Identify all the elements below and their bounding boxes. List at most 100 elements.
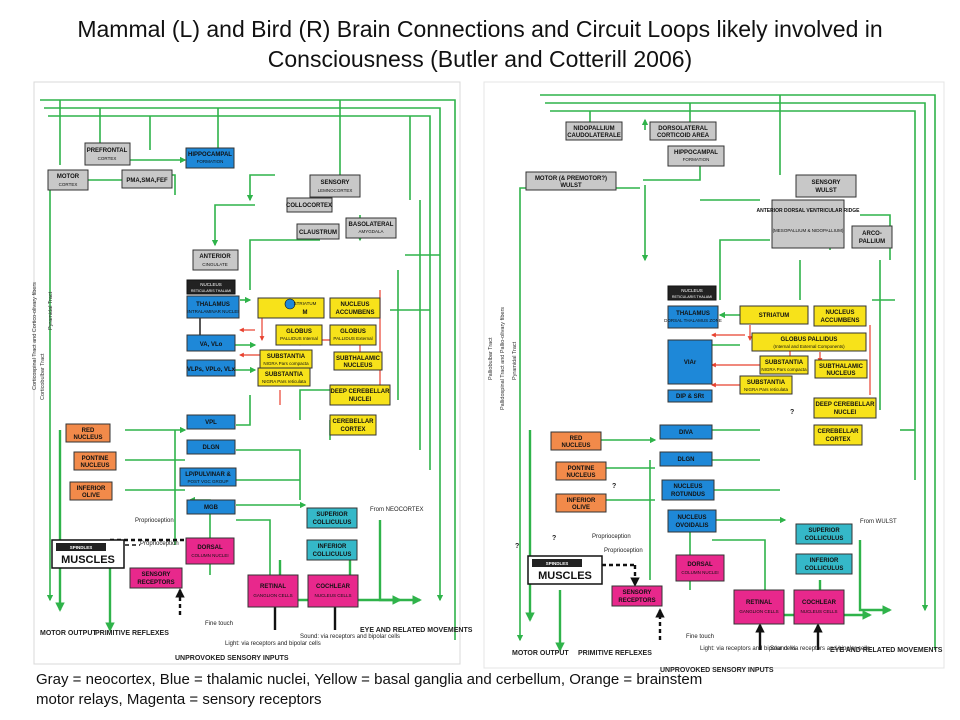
- left-substantia-nigra-reticulata: SUBSTANTIA NIGRA Pars reticulata: [257, 367, 311, 387]
- page-title: Mammal (L) and Bird (R) Brain Connection…: [0, 14, 960, 74]
- svg-text:RETINAL: RETINAL: [260, 584, 286, 590]
- svg-text:AMYGDALA: AMYGDALA: [358, 229, 383, 234]
- svg-text:SUBSTANTIA: SUBSTANTIA: [265, 372, 304, 378]
- right-striatum: STRIATUM: [739, 305, 809, 325]
- svg-text:RETINAL: RETINAL: [746, 600, 772, 606]
- svg-text:SUPERIOR: SUPERIOR: [316, 512, 348, 518]
- svg-text:NUCLEUS: NUCLEUS: [825, 310, 854, 316]
- svg-text:RECEPTORS: RECEPTORS: [137, 580, 174, 586]
- svg-text:NUCLEI: NUCLEI: [349, 397, 372, 403]
- svg-text:MOTOR: MOTOR: [57, 174, 80, 180]
- svg-text:DEEP CEREBELLAR: DEEP CEREBELLAR: [331, 389, 391, 395]
- left-motor-cortex: MOTOR CORTEX: [47, 169, 89, 191]
- svg-text:CORTEX: CORTEX: [825, 437, 850, 443]
- svg-text:GLOBUS: GLOBUS: [340, 329, 366, 335]
- svg-text:OLIVE: OLIVE: [82, 493, 100, 499]
- svg-text:COLLICULUS: COLLICULUS: [313, 520, 352, 526]
- svg-text:(MESOPALLIUM & NIDOPALLIUM): (MESOPALLIUM & NIDOPALLIUM): [773, 228, 844, 233]
- svg-text:SUBSTANTIA: SUBSTANTIA: [765, 360, 804, 366]
- right-retinal-ganglion-cells: RETINAL GANGLION CELLS: [733, 589, 785, 625]
- svg-text:SUPERIOR: SUPERIOR: [808, 528, 840, 534]
- right-cerebellar-cortex: CEREBELLAR CORTEX: [813, 424, 863, 446]
- svg-text:HIPPOCAMPAL: HIPPOCAMPAL: [674, 150, 718, 156]
- right-motor-wulst: MOTOR (& PREMOTOR?) WULST: [525, 171, 617, 191]
- left-sensory-lemnocortex: SENSORY LEMNOCORTEX: [309, 174, 361, 198]
- right-proprioception-2: Proprioception: [604, 548, 643, 554]
- right-anterior-dvr: ANTERIOR DORSAL VENTRICULAR RIDGE (MESOP…: [757, 199, 860, 249]
- svg-text:INTRALAMINAR NUCLEI: INTRALAMINAR NUCLEI: [187, 309, 238, 314]
- svg-text:PMA,SMA,FEF: PMA,SMA,FEF: [126, 178, 168, 184]
- right-nucleus-reticularis: NUCLEUS RETICULARIS THALAMI: [667, 285, 717, 301]
- right-deep-cerebellar-nuclei: DEEP CEREBELLAR NUCLEI: [813, 397, 877, 419]
- svg-text:NIGRA Pars compacta: NIGRA Pars compacta: [761, 367, 807, 372]
- right-unprovoked-label: UNPROVOKED SENSORY INPUTS: [660, 667, 774, 674]
- left-dlgn: DLGN: [186, 439, 236, 455]
- svg-text:PALLIDUS External: PALLIDUS External: [333, 336, 372, 341]
- right-dorsolateral-corticoid: DORSOLATERAL CORTICOID AREA: [649, 121, 717, 141]
- svg-text:NIGRA Pars reticulata: NIGRA Pars reticulata: [744, 387, 789, 392]
- svg-text:PREFRONTAL: PREFRONTAL: [87, 148, 128, 154]
- svg-text:SUBTHALAMIC: SUBTHALAMIC: [336, 356, 381, 362]
- svg-text:ARCO-: ARCO-: [862, 231, 882, 237]
- right-subthalamic-nucleus: SUBTHALAMIC NUCLEUS: [814, 359, 868, 379]
- svg-text:GANGLION CELLS: GANGLION CELLS: [739, 609, 778, 614]
- svg-text:SUBSTANTIA: SUBSTANTIA: [747, 380, 786, 386]
- svg-text:STRIATUM: STRIATUM: [294, 301, 317, 306]
- svg-text:NIGRA Pars reticulata: NIGRA Pars reticulata: [262, 379, 307, 384]
- svg-text:COLUMN NUCLEI: COLUMN NUCLEI: [681, 570, 718, 575]
- left-proprioception-2: Proprioception: [140, 541, 179, 547]
- right-dip-srt: DIP & SRt: [667, 389, 713, 403]
- svg-text:RETICULARIS THALAMI: RETICULARIS THALAMI: [191, 289, 231, 293]
- left-hippocampal-formation: HIPPOCAMPAL FORMATION: [185, 147, 235, 169]
- left-prefrontal-cortex: PREFRONTAL CORTEX: [84, 142, 131, 166]
- right-free-labels: MOTOR OUTPUT PRIMITIVE REFLEXES EYE AND …: [488, 307, 943, 674]
- right-pontine-nucleus: PONTINE NUCLEUS: [555, 461, 607, 481]
- svg-text:COLLICULUS: COLLICULUS: [313, 552, 352, 558]
- svg-text:GANGLION CELLS: GANGLION CELLS: [253, 593, 292, 598]
- svg-text:NUCLEUS CELLS: NUCLEUS CELLS: [800, 609, 837, 614]
- left-va-vlo: VA, VLo: [186, 334, 236, 352]
- svg-text:VIAr: VIAr: [684, 360, 697, 366]
- right-motor-output-label: MOTOR OUTPUT: [512, 650, 569, 657]
- svg-text:DORSAL: DORSAL: [197, 545, 223, 551]
- right-thalamus: THALAMUS DORSAL THALAMUS ZONE: [664, 305, 722, 329]
- left-substantia-nigra-compacta: SUBSTANTIA NIGRA Pars compacta: [259, 349, 313, 369]
- left-pma-sma-fef: PMA,SMA,FEF: [121, 169, 173, 189]
- svg-text:VLPs, VPLo, VLx: VLPs, VPLo, VLx: [187, 367, 236, 373]
- svg-text:INFERIOR: INFERIOR: [810, 558, 839, 564]
- svg-text:(Internal and External Compone: (Internal and External Components): [773, 344, 845, 349]
- left-thalamus: THALAMUS INTRALAMINAR NUCLEI: [186, 295, 240, 319]
- svg-text:CEREBELLAR: CEREBELLAR: [332, 419, 374, 425]
- svg-text:STRIATUM: STRIATUM: [759, 313, 790, 319]
- right-primitive-reflexes-label: PRIMITIVE REFLEXES: [578, 650, 652, 657]
- svg-text:PONTINE: PONTINE: [568, 466, 595, 472]
- right-nidopallium-caudolaterale: NIDOPALLIUM CAUDOLATERALE: [565, 121, 623, 141]
- left-collocortex: COLLOCORTEX: [286, 197, 333, 213]
- svg-text:DORSOLATERAL: DORSOLATERAL: [658, 126, 708, 132]
- right-question-mark-4: ?: [790, 409, 794, 416]
- caption-line-2: motor relays, Magenta = sensory receptor…: [36, 691, 322, 708]
- svg-text:ACCUMBENS: ACCUMBENS: [336, 310, 375, 316]
- svg-text:COCHLEAR: COCHLEAR: [316, 584, 351, 590]
- svg-text:RECEPTORS: RECEPTORS: [618, 598, 655, 604]
- left-fine-touch: Fine touch: [205, 621, 233, 627]
- svg-text:SENSORY: SENSORY: [811, 180, 840, 186]
- right-pallidospinal-label: Pallidospinal Tract and Pallio-olivary f…: [500, 307, 506, 410]
- right-dorsal-column-nuclei: DORSAL COLUMN NUCLEI: [675, 554, 725, 582]
- left-sensory-receptors: SENSORY RECEPTORS: [129, 567, 183, 589]
- svg-text:DIP & SRt: DIP & SRt: [676, 394, 704, 400]
- svg-text:POST VGC GROUP: POST VGC GROUP: [188, 479, 229, 484]
- svg-text:PALLIDUS Internal: PALLIDUS Internal: [280, 336, 318, 341]
- right-red-nucleus: RED NUCLEUS: [550, 431, 602, 451]
- svg-text:MOTOR (& PREMOTOR?): MOTOR (& PREMOTOR?): [535, 176, 607, 182]
- svg-text:BASOLATERAL: BASOLATERAL: [349, 222, 394, 228]
- svg-text:SUBSTANTIA: SUBSTANTIA: [267, 354, 306, 360]
- right-dlgn: DLGN: [659, 451, 713, 467]
- left-deep-cerebellar-nuclei: DEEP CEREBELLAR NUCLEI: [329, 384, 391, 406]
- left-pyramidal-label: Pyramidal Tract: [48, 291, 54, 330]
- right-from-wulst: From WULST: [860, 519, 897, 525]
- right-palliobulbar-label: Palliobulbar Tract: [488, 337, 494, 380]
- right-sound-note: Sound: via receptors and bipolar cells: [770, 646, 870, 652]
- right-light-note: Light: via receptors and bipolar cells: [700, 646, 796, 652]
- left-nucleus-accumbens: NUCLEUS ACCUMBENS: [329, 297, 381, 319]
